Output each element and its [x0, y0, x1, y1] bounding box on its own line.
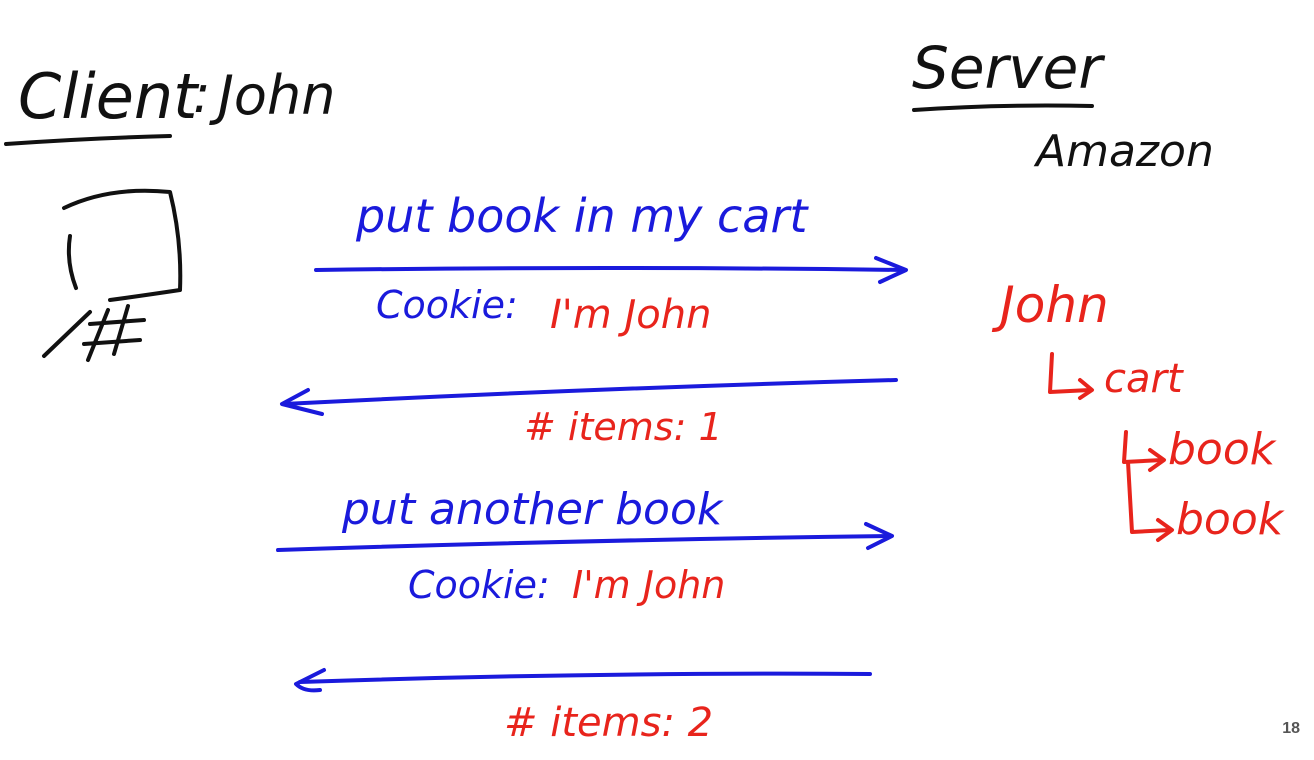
response-2-arrowhead — [294, 668, 326, 693]
server-state-user: John — [991, 276, 1109, 334]
request-1-label: put book in my cart — [355, 189, 809, 243]
server-state-cart: cart — [1104, 356, 1184, 402]
request-2-arrowhead — [864, 522, 894, 550]
slide-number: 18 — [1282, 720, 1300, 737]
server-state-item-1: book — [1168, 424, 1277, 475]
server-state-item-2: book — [1176, 494, 1285, 545]
response-2-arrow-line — [298, 671, 872, 684]
request-2-label: put another book — [341, 484, 724, 535]
server-underline — [912, 103, 1094, 112]
client-heading: Client : John — [4, 60, 335, 146]
response-1-arrow-line — [282, 378, 898, 406]
cart-branch — [1048, 352, 1092, 394]
response-2: # items: 2 — [294, 668, 872, 746]
server-name: Amazon — [1033, 126, 1214, 177]
response-2-text: # items: 2 — [504, 700, 713, 746]
book-branch-2 — [1126, 460, 1172, 534]
book-branch-1 — [1122, 430, 1164, 464]
request-2-arrow-line — [276, 534, 892, 552]
client-title: Client — [18, 60, 200, 133]
response-1-text: # items: 1 — [524, 405, 723, 449]
request-2: put another book Cookie: I'm John — [276, 484, 894, 607]
request-2-cookie-prefix: Cookie: — [408, 563, 550, 607]
response-1-arrowhead — [280, 388, 324, 416]
server-heading: Server Amazon — [912, 34, 1214, 177]
response-1: # items: 1 — [280, 378, 898, 449]
computer-icon — [42, 188, 183, 362]
request-1: put book in my cart Cookie: I'm John — [314, 189, 908, 338]
client-colon: : — [193, 65, 211, 125]
server-state-tree: John cart book book — [991, 276, 1285, 545]
request-1-arrow-line — [314, 266, 906, 272]
server-title: Server — [912, 34, 1105, 102]
request-1-cookie-prefix: Cookie: — [376, 283, 518, 327]
client-underline — [4, 134, 172, 146]
request-1-cookie-value: I'm John — [550, 292, 711, 338]
request-2-cookie-value: I'm John — [572, 563, 725, 607]
client-name: John — [209, 64, 335, 127]
request-1-arrowhead — [874, 256, 908, 284]
